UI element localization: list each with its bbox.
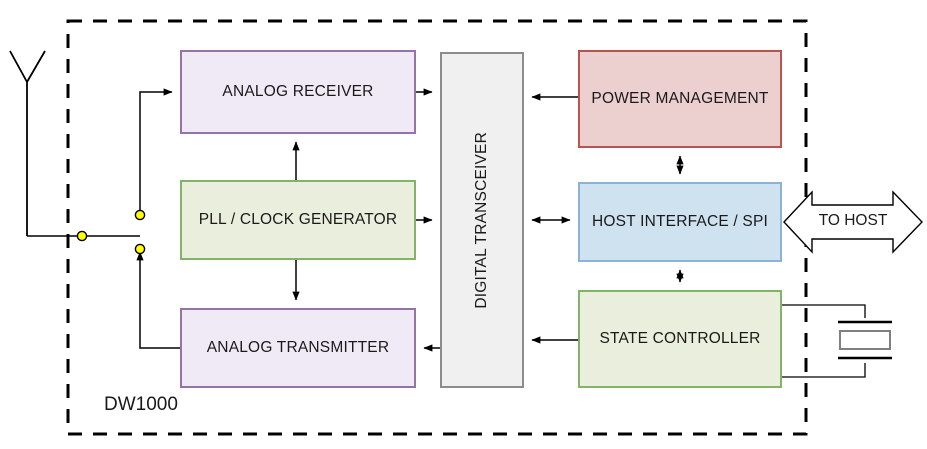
block-digital-transceiver[interactable]: DIGITAL TRANSCEIVER	[440, 52, 524, 388]
rf-switch	[136, 88, 180, 349]
crystal-icon	[838, 320, 892, 360]
chip-name-label: DW1000	[104, 394, 178, 415]
block-analog-receiver[interactable]: ANALOG RECEIVER	[180, 50, 416, 134]
to-host-block-arrow	[783, 190, 923, 254]
block-state-controller[interactable]: STATE CONTROLLER	[578, 290, 782, 388]
block-label-digital-transceiver: DIGITAL TRANSCEIVER	[473, 131, 491, 309]
block-host-interface-spi[interactable]: HOST INTERFACE / SPI	[578, 182, 782, 262]
block-pll-clock-generator[interactable]: PLL / CLOCK GENERATOR	[180, 180, 416, 260]
block-label-analog-transmitter: ANALOG TRANSMITTER	[206, 339, 390, 357]
block-label-pll-clock-generator: PLL / CLOCK GENERATOR	[198, 211, 398, 229]
block-label-host-interface-spi: HOST INTERFACE / SPI	[592, 213, 768, 231]
antenna-icon	[9, 50, 46, 236]
block-label-state-controller: STATE CONTROLLER	[599, 330, 761, 348]
crystal-wires	[782, 304, 866, 378]
switch-contact-dots	[76, 209, 146, 255]
block-label-analog-receiver: ANALOG RECEIVER	[222, 83, 374, 101]
block-label-power-management: POWER MANAGEMENT	[591, 90, 769, 108]
block-power-management[interactable]: POWER MANAGEMENT	[578, 50, 782, 148]
block-analog-transmitter[interactable]: ANALOG TRANSMITTER	[180, 308, 416, 388]
to-host-label: TO HOST	[818, 212, 888, 229]
